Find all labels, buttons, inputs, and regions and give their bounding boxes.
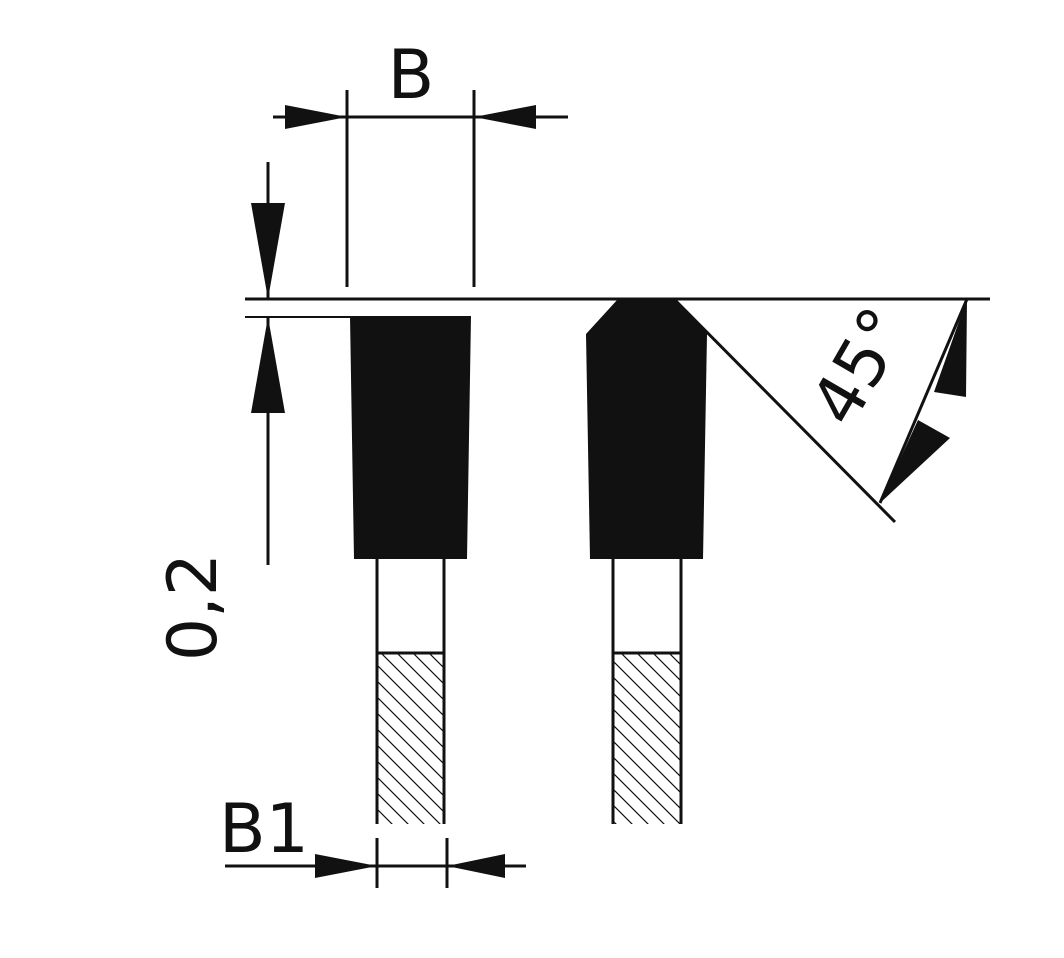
offset-dimension	[251, 162, 285, 565]
angle-dimension	[672, 297, 969, 524]
width-b-dimension	[273, 90, 568, 287]
flat-top-tooth	[350, 316, 471, 559]
right-blade-body	[611, 559, 683, 824]
left-blade-body	[375, 559, 446, 824]
angle-label: 45°	[796, 295, 925, 439]
width-b1-dimension	[225, 838, 526, 888]
width-b1-label: B1	[219, 790, 309, 869]
offset-label: 0,2	[154, 553, 233, 661]
chamfered-tooth	[586, 299, 707, 559]
width-b-label: B	[388, 36, 435, 115]
